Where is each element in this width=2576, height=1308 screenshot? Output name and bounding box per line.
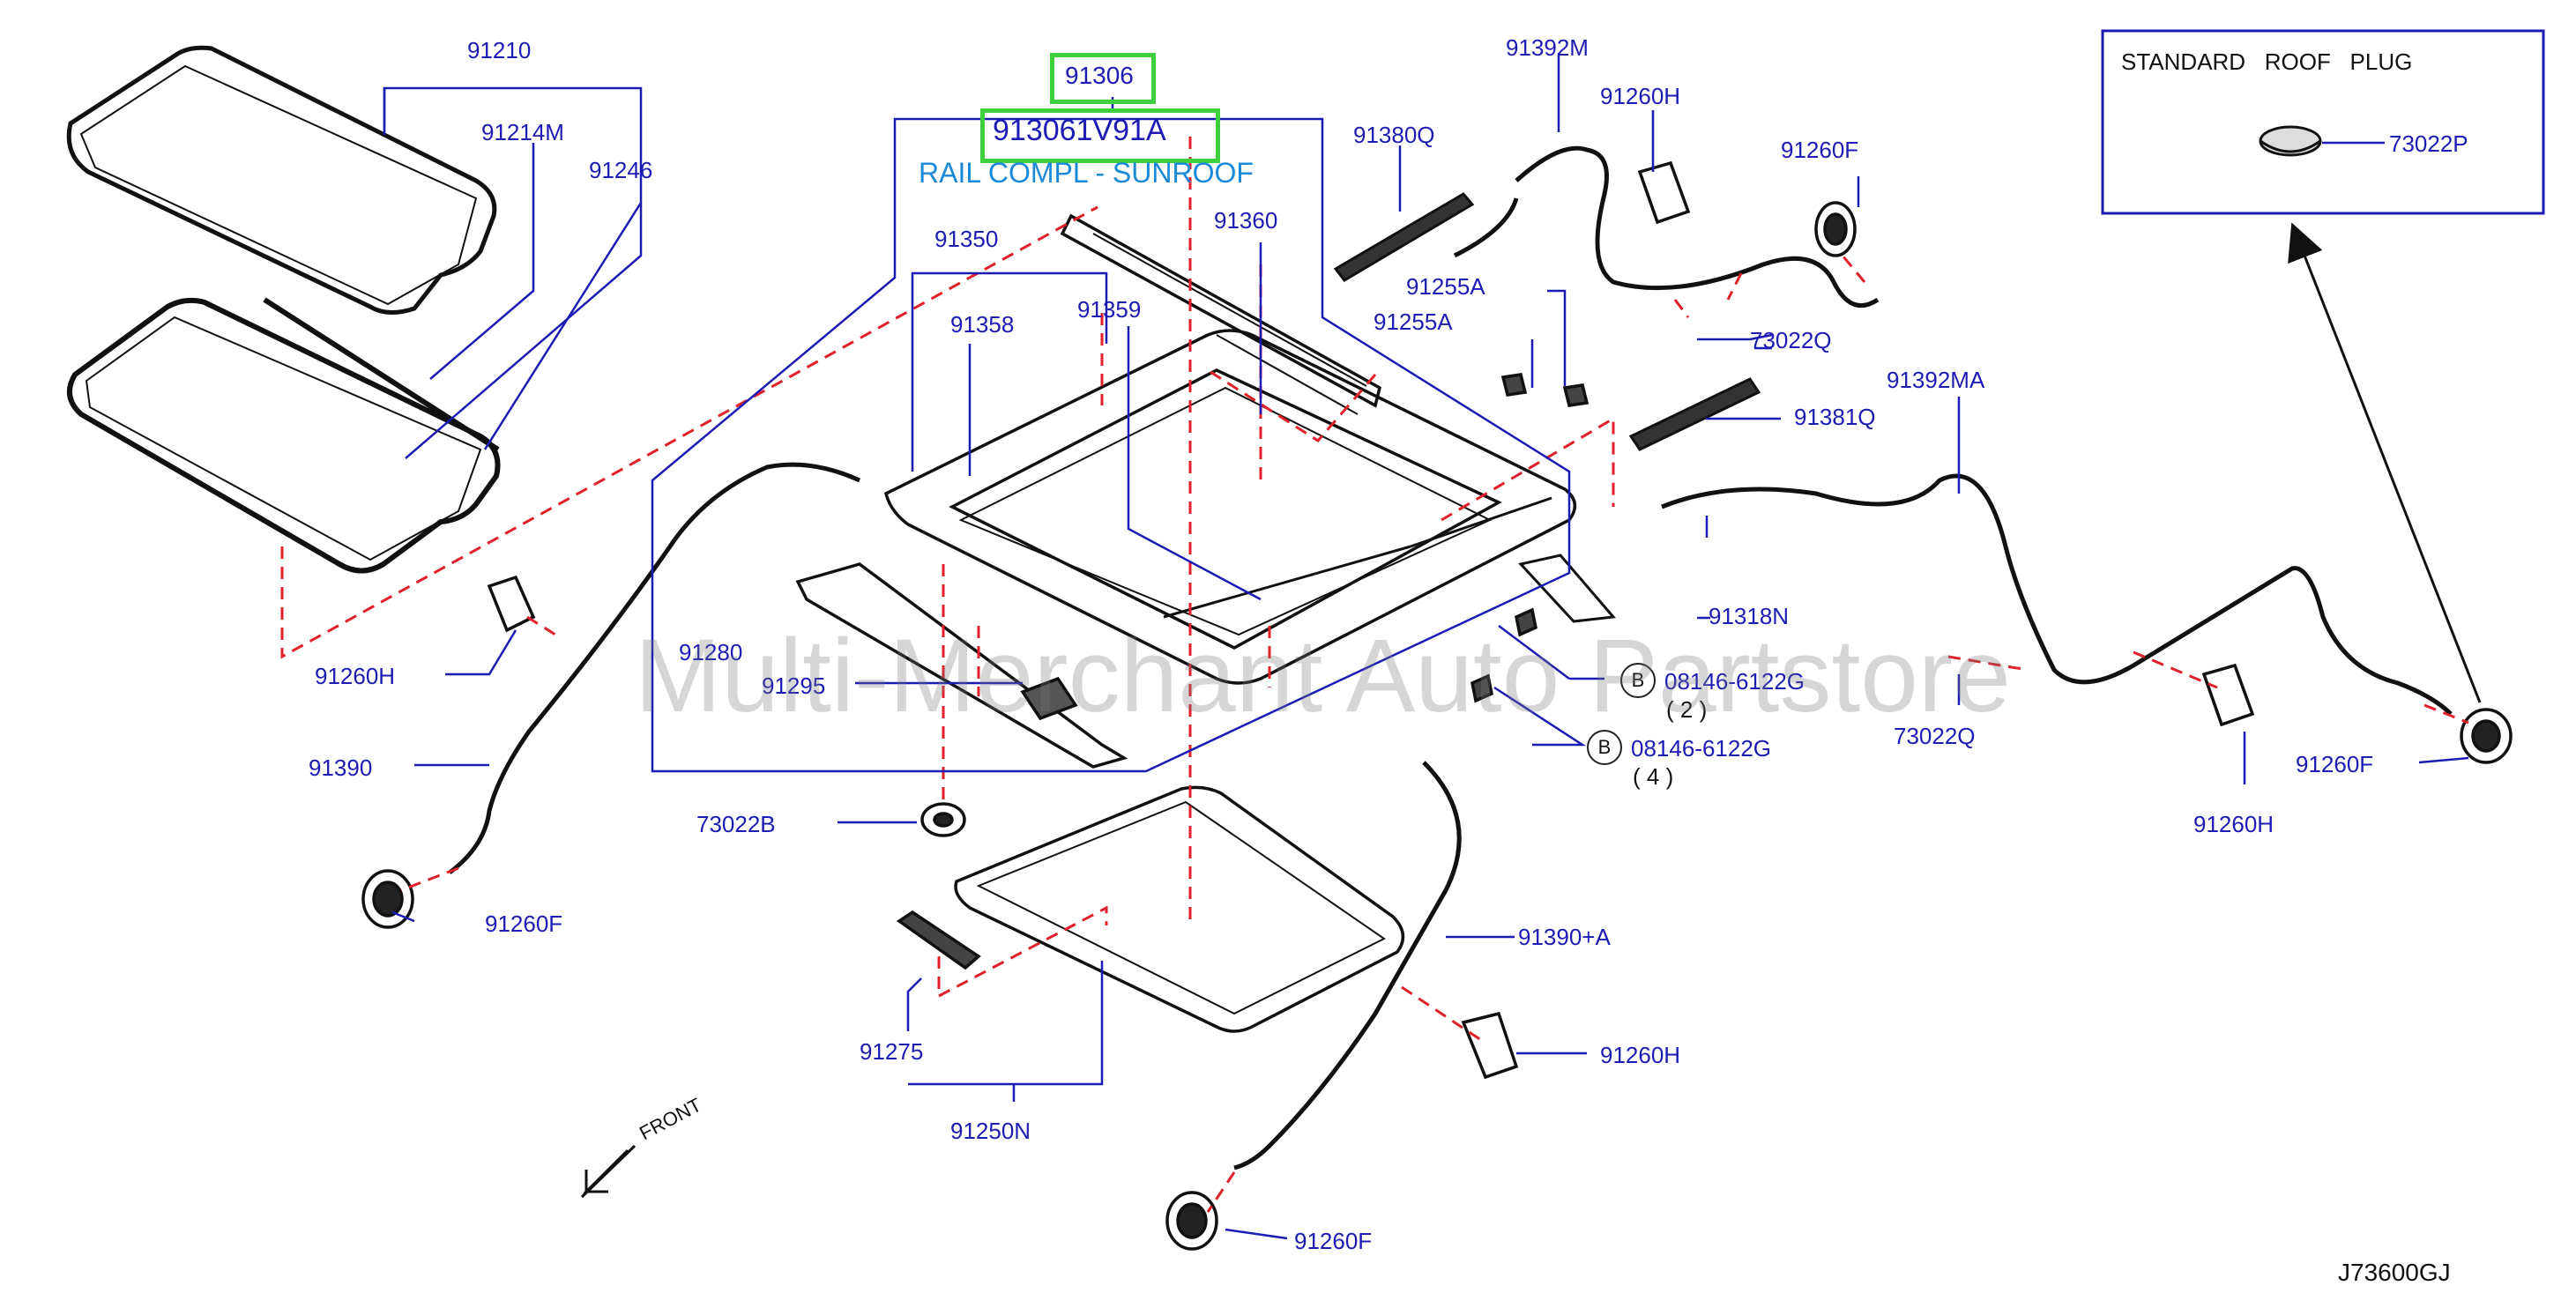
part-qty-08146-1: ( 2 ) [1666, 696, 1708, 723]
part-label-91381q[interactable]: 91381Q [1794, 404, 1876, 430]
part-label-91255a-1[interactable]: 91255A [1406, 273, 1485, 300]
part-label-91380q[interactable]: 91380Q [1353, 122, 1435, 148]
part-label-91280[interactable]: 91280 [679, 639, 743, 665]
highlight-partnumber-box [980, 108, 1220, 163]
part-label-91390a[interactable]: 91390+A [1518, 924, 1611, 950]
part-label-91392ma[interactable]: 91392MA [1887, 367, 1985, 393]
wind-deflector [795, 562, 1128, 769]
part-label-91260h-bottom[interactable]: 91260H [1600, 1042, 1681, 1068]
highlight-part-box [1050, 53, 1156, 104]
part-label-91392m[interactable]: 91392M [1506, 34, 1589, 61]
grommets-and-clips [361, 160, 2513, 1251]
part-label-91255a-2[interactable]: 91255A [1374, 308, 1453, 335]
part-label-91260f-right[interactable]: 91260F [2296, 751, 2374, 777]
leader-lines [383, 53, 2469, 1240]
part-label-08146-2[interactable]: 08146-6122G [1631, 735, 1772, 762]
part-label-73022p[interactable]: 73022P [2389, 130, 2468, 157]
bolt-marker-b-1: B [1620, 663, 1656, 698]
part-label-91260h-right[interactable]: 91260H [2193, 811, 2274, 837]
part-label-91246[interactable]: 91246 [589, 157, 653, 183]
part-label-91318n[interactable]: 91318N [1709, 603, 1790, 629]
dashed-alignment-lines [280, 137, 2469, 1213]
front-arrow [580, 1144, 637, 1199]
part-label-91260h-top[interactable]: 91260H [1600, 83, 1681, 109]
part-label-91358[interactable]: 91358 [950, 311, 1015, 338]
part-label-91360[interactable]: 91360 [1214, 207, 1278, 234]
part-label-91214m[interactable]: 91214M [481, 119, 564, 145]
part-label-73022b[interactable]: 73022B [696, 811, 776, 837]
part-label-73022q-top[interactable]: 73022Q [1750, 327, 1832, 353]
part-label-91295[interactable]: 91295 [762, 673, 826, 699]
part-label-91210[interactable]: 91210 [467, 37, 532, 63]
part-label-91390[interactable]: 91390 [309, 754, 373, 781]
part-label-73022q-right[interactable]: 73022Q [1894, 723, 1976, 749]
part-label-91275[interactable]: 91275 [860, 1038, 924, 1065]
part-label-91260f-top[interactable]: 91260F [1781, 137, 1859, 163]
highlight-description-label: RAIL COMPL - SUNROOF [919, 157, 1254, 189]
part-label-08146-1[interactable]: 08146-6122G [1664, 668, 1805, 695]
sunshade-assembly [896, 785, 1405, 1033]
part-label-91350[interactable]: 91350 [934, 226, 999, 252]
part-label-91260f-left[interactable]: 91260F [485, 910, 563, 937]
diagram-code: J73600GJ [2338, 1259, 2451, 1286]
highlight-partnumber-label[interactable]: 913061V91A [993, 114, 1166, 147]
part-label-91260f-bottom[interactable]: 91260F [1294, 1228, 1373, 1254]
glass-panel-assembly [66, 45, 501, 574]
bolt-marker-b-2: B [1587, 730, 1622, 765]
part-qty-08146-2: ( 4 ) [1633, 763, 1674, 790]
watermark: Multi-Merchant Auto Partstore [635, 618, 2011, 734]
drain-hoses [448, 145, 2453, 1171]
inset-title: STANDARD ROOF PLUG [2121, 48, 2413, 75]
highlight-part-label[interactable]: 91306 [1065, 62, 1134, 89]
part-label-91260h-left[interactable]: 91260H [315, 663, 396, 689]
part-label-91359[interactable]: 91359 [1077, 296, 1142, 323]
inset-box [2101, 29, 2545, 703]
part-label-91250n[interactable]: 91250N [950, 1118, 1031, 1144]
trim-strips [1333, 192, 1761, 623]
